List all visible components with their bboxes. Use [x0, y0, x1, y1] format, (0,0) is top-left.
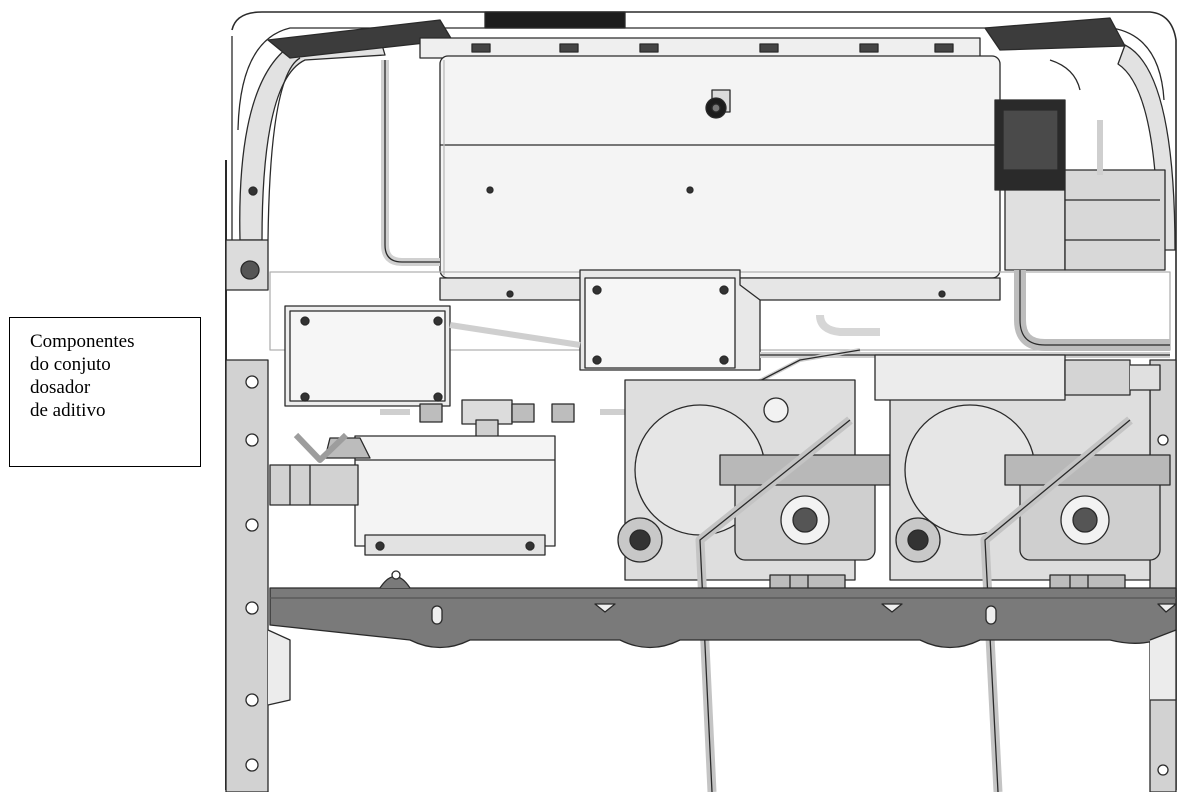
callout-line-4: de aditivo — [30, 400, 106, 421]
bottom-cross-beam — [269, 570, 1177, 649]
callout-line-1: Componentes — [30, 331, 135, 352]
left-junction-box — [284, 305, 451, 407]
pump-hoses — [695, 416, 1133, 792]
lower-side-brackets — [267, 629, 1177, 706]
left-side-post — [225, 186, 269, 792]
callout-label-box: Componentes do conjuto dosador de aditiv… — [9, 317, 201, 467]
upper-right-valve-assembly — [994, 99, 1170, 351]
left-curved-rail — [239, 11, 626, 241]
right-side-post — [1149, 359, 1177, 792]
left-vertical-pipe — [381, 60, 440, 266]
callout-line-3: dosador — [30, 377, 91, 398]
additive-dosing-box — [269, 432, 556, 556]
flow-meter-block — [874, 354, 1161, 401]
pump-unit-left — [617, 379, 891, 636]
center-junction-box — [579, 269, 761, 371]
main-housing — [439, 55, 1001, 279]
callout-line-2: do conjuto — [30, 354, 111, 375]
top-mounting-strip — [419, 37, 981, 59]
